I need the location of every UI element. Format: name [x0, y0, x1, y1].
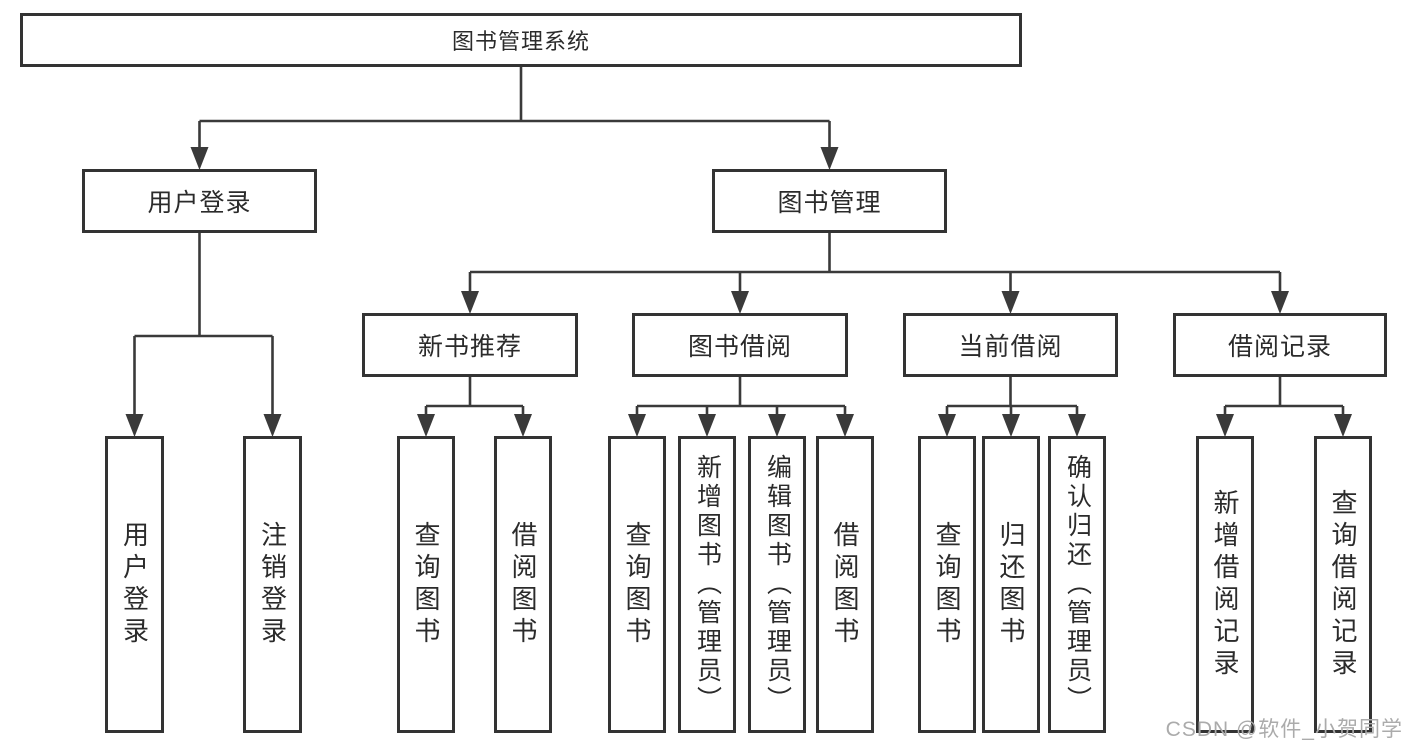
node-label-bb-borrow: 借阅图书 — [830, 520, 860, 649]
node-label-nb-query: 查询图书 — [411, 520, 441, 649]
node-nb-borrow: 借阅图书 — [494, 436, 552, 733]
node-label-current-borrow: 当前借阅 — [958, 333, 1063, 361]
node-label-br-query: 查询借阅记录 — [1328, 488, 1358, 681]
node-label-new-book-rec: 新书推荐 — [417, 333, 522, 361]
node-current-borrow: 当前借阅 — [903, 313, 1118, 377]
node-label-nb-borrow: 借阅图书 — [508, 520, 538, 649]
node-br-query: 查询借阅记录 — [1314, 436, 1372, 733]
node-label-cb-return: 归还图书 — [996, 520, 1026, 649]
node-label-n-user-login: 用户登录 — [119, 520, 150, 649]
node-bb-edit: 编辑图书（管理员） — [748, 436, 806, 733]
node-label-book-borrow: 图书借阅 — [687, 333, 792, 361]
watermark-text: CSDN @软件_小贺同学 — [1165, 718, 1403, 741]
node-bb-query: 查询图书 — [608, 436, 666, 733]
node-book-borrow: 图书借阅 — [632, 313, 848, 377]
node-user-login: 用户登录 — [82, 169, 317, 233]
node-label-n-logout: 注销登录 — [257, 520, 288, 649]
node-n-user-login: 用户登录 — [105, 436, 164, 733]
node-cb-return: 归还图书 — [982, 436, 1040, 733]
node-nb-query: 查询图书 — [397, 436, 455, 733]
node-br-add: 新增借阅记录 — [1196, 436, 1254, 733]
node-bb-borrow: 借阅图书 — [816, 436, 874, 733]
node-book-mgmt: 图书管理 — [712, 169, 947, 233]
node-label-cb-confirm: 确认归还（管理员） — [1063, 454, 1092, 715]
node-label-bb-edit: 编辑图书（管理员） — [763, 454, 792, 715]
node-label-borrow-record: 借阅记录 — [1227, 333, 1332, 361]
node-label-bb-add: 新增图书（管理员） — [693, 454, 722, 715]
node-label-root: 图书管理系统 — [451, 29, 590, 54]
node-root: 图书管理系统 — [20, 13, 1022, 67]
node-label-cb-query: 查询图书 — [932, 520, 962, 649]
node-bb-add: 新增图书（管理员） — [678, 436, 736, 733]
node-label-book-mgmt: 图书管理 — [777, 189, 882, 217]
node-label-bb-query: 查询图书 — [622, 520, 652, 649]
node-cb-confirm: 确认归还（管理员） — [1048, 436, 1106, 733]
node-label-br-add: 新增借阅记录 — [1210, 488, 1240, 681]
node-cb-query: 查询图书 — [918, 436, 976, 733]
node-new-book-rec: 新书推荐 — [362, 313, 578, 377]
node-label-user-login: 用户登录 — [147, 189, 252, 217]
node-borrow-record: 借阅记录 — [1173, 313, 1387, 377]
node-n-logout: 注销登录 — [243, 436, 302, 733]
